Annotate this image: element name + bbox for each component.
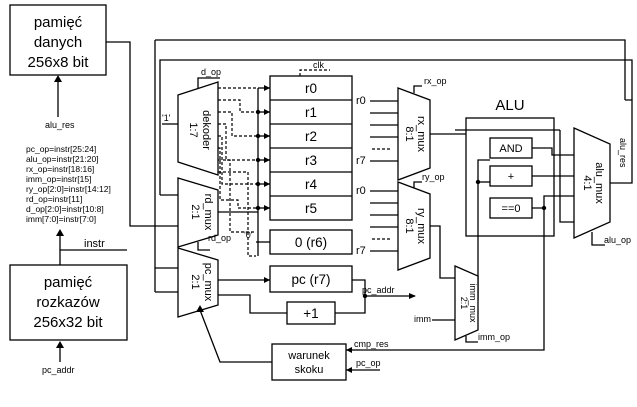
cond-line2: skoku [295,364,324,376]
rd-mux-ctrl: rd_op [208,233,231,243]
instruction-memory-block: pamięć rozkazów 256x32 bit [9,264,128,341]
decoder-label: dekoder [200,110,212,150]
pc-addr-label: pc_addr [362,285,395,295]
rd-mux-ratio: 2:1 [189,204,201,219]
imm-mux-in: imm [414,314,431,324]
cond-line1: warunek [287,350,330,362]
field-def: rd_op=instr[11] [26,194,82,204]
alu-mux-out: alu_res [618,138,628,168]
instr-memory-line1: pamięć [44,274,93,291]
cond-pc-op-label: pc_op [356,358,381,368]
increment-block: +1 [286,301,336,325]
register-r2: r2 [305,129,317,144]
alu-block: ALU AND + ==0 [465,97,555,237]
register-r3: r3 [305,153,317,168]
cond-cmp-label: cmp_res [354,339,389,349]
field-def: rx_op=instr[18:16] [26,164,94,174]
zero-const-label: '0' [244,230,253,240]
alu-mux-ctrl: alu_op [604,235,631,245]
register-r1: r1 [305,105,317,120]
decoder-block: dekoder 1:7 [177,81,219,176]
pc-addr-bottom-label: pc_addr [42,365,75,375]
field-def: alu_op=instr[21:20] [26,154,99,164]
rx-mux-label: rx_mux [415,116,427,153]
alu-plus: + [508,171,514,183]
alu-mux-label: alu_mux [593,162,605,204]
rx-mux-in-bot: r7 [356,155,366,167]
alu-mux-ratio: 4:1 [581,175,593,190]
rd-mux-label: rd_mux [202,194,214,231]
alu-title: ALU [495,97,524,114]
field-def: d_op[2:0]=instr[10:8] [26,204,104,214]
ry-mux-block: ry_mux 8:1 [397,181,431,271]
alu-eqz: ==0 [502,203,521,215]
pc-mux-block: pc_mux 2:1 [177,247,219,318]
rx-mux-block: rx_mux 8:1 [397,87,431,181]
instruction-field-definitions: pc_op=instr[25:24] alu_op=instr[21:20] r… [26,144,111,224]
zero-register: 0 (r6) [269,229,353,255]
pc-mux-label: pc_mux [202,263,214,302]
instr-label: instr [84,238,105,250]
rx-mux-in-top: r0 [356,95,366,107]
register-r4: r4 [305,177,317,192]
rx-mux-ctrl: rx_op [424,76,447,86]
decoder-ratio: 1:7 [187,122,199,137]
alu-res-left-label: alu_res [45,120,75,130]
instr-memory-line2: rozkazów [36,294,100,311]
imm-mux-label: imm_mux [468,283,478,323]
data-memory-line1: pamięć [34,14,83,31]
decoder-ctrl-label: d_op [201,67,221,77]
rx-mux-ratio: 8:1 [403,126,415,141]
alu-mux-block: alu_mux 4:1 [573,126,611,240]
instr-memory-line3: 256x32 bit [33,314,103,331]
register-r0: r0 [305,81,317,96]
ry-mux-label: ry_mux [415,208,427,245]
imm-mux-ratio: 2:1 [459,297,469,310]
data-memory-line3: 256x8 bit [28,54,90,71]
decoder-one-label: '1' [162,113,171,123]
zero-register-label: 0 (r6) [295,235,327,250]
pc-mux-ratio: 2:1 [189,274,201,289]
field-def: imm[7:0]=instr[7:0] [26,214,96,224]
branch-condition-block: warunek skoku [271,343,347,381]
field-def: ry_op[2:0]=instr[14:12] [26,184,111,194]
register-file: r0 r1 r2 r3 r4 r5 [269,75,353,221]
clk-label: clk [313,60,324,70]
rd-mux-block: rd_mux 2:1 [177,177,219,248]
pc-register: pc (r7) [269,265,353,293]
alu-and: AND [499,143,522,155]
ry-mux-in-bot: r7 [356,245,366,257]
field-def: pc_op=instr[25:24] [26,144,96,154]
pc-register-label: pc (r7) [291,272,330,287]
imm-mux-block: imm_mux 2:1 [454,265,479,341]
increment-label: +1 [303,306,318,321]
data-memory-line2: danych [34,34,82,51]
ry-mux-ctrl: ry_op [422,172,445,182]
imm-mux-ctrl: imm_op [478,332,510,342]
field-def: imm_op=instr[15] [26,174,91,184]
register-r5: r5 [305,201,317,216]
ry-mux-in-top: r0 [356,185,366,197]
ry-mux-ratio: 8:1 [403,218,415,233]
data-memory-block: pamięć danych 256x8 bit [9,4,107,76]
